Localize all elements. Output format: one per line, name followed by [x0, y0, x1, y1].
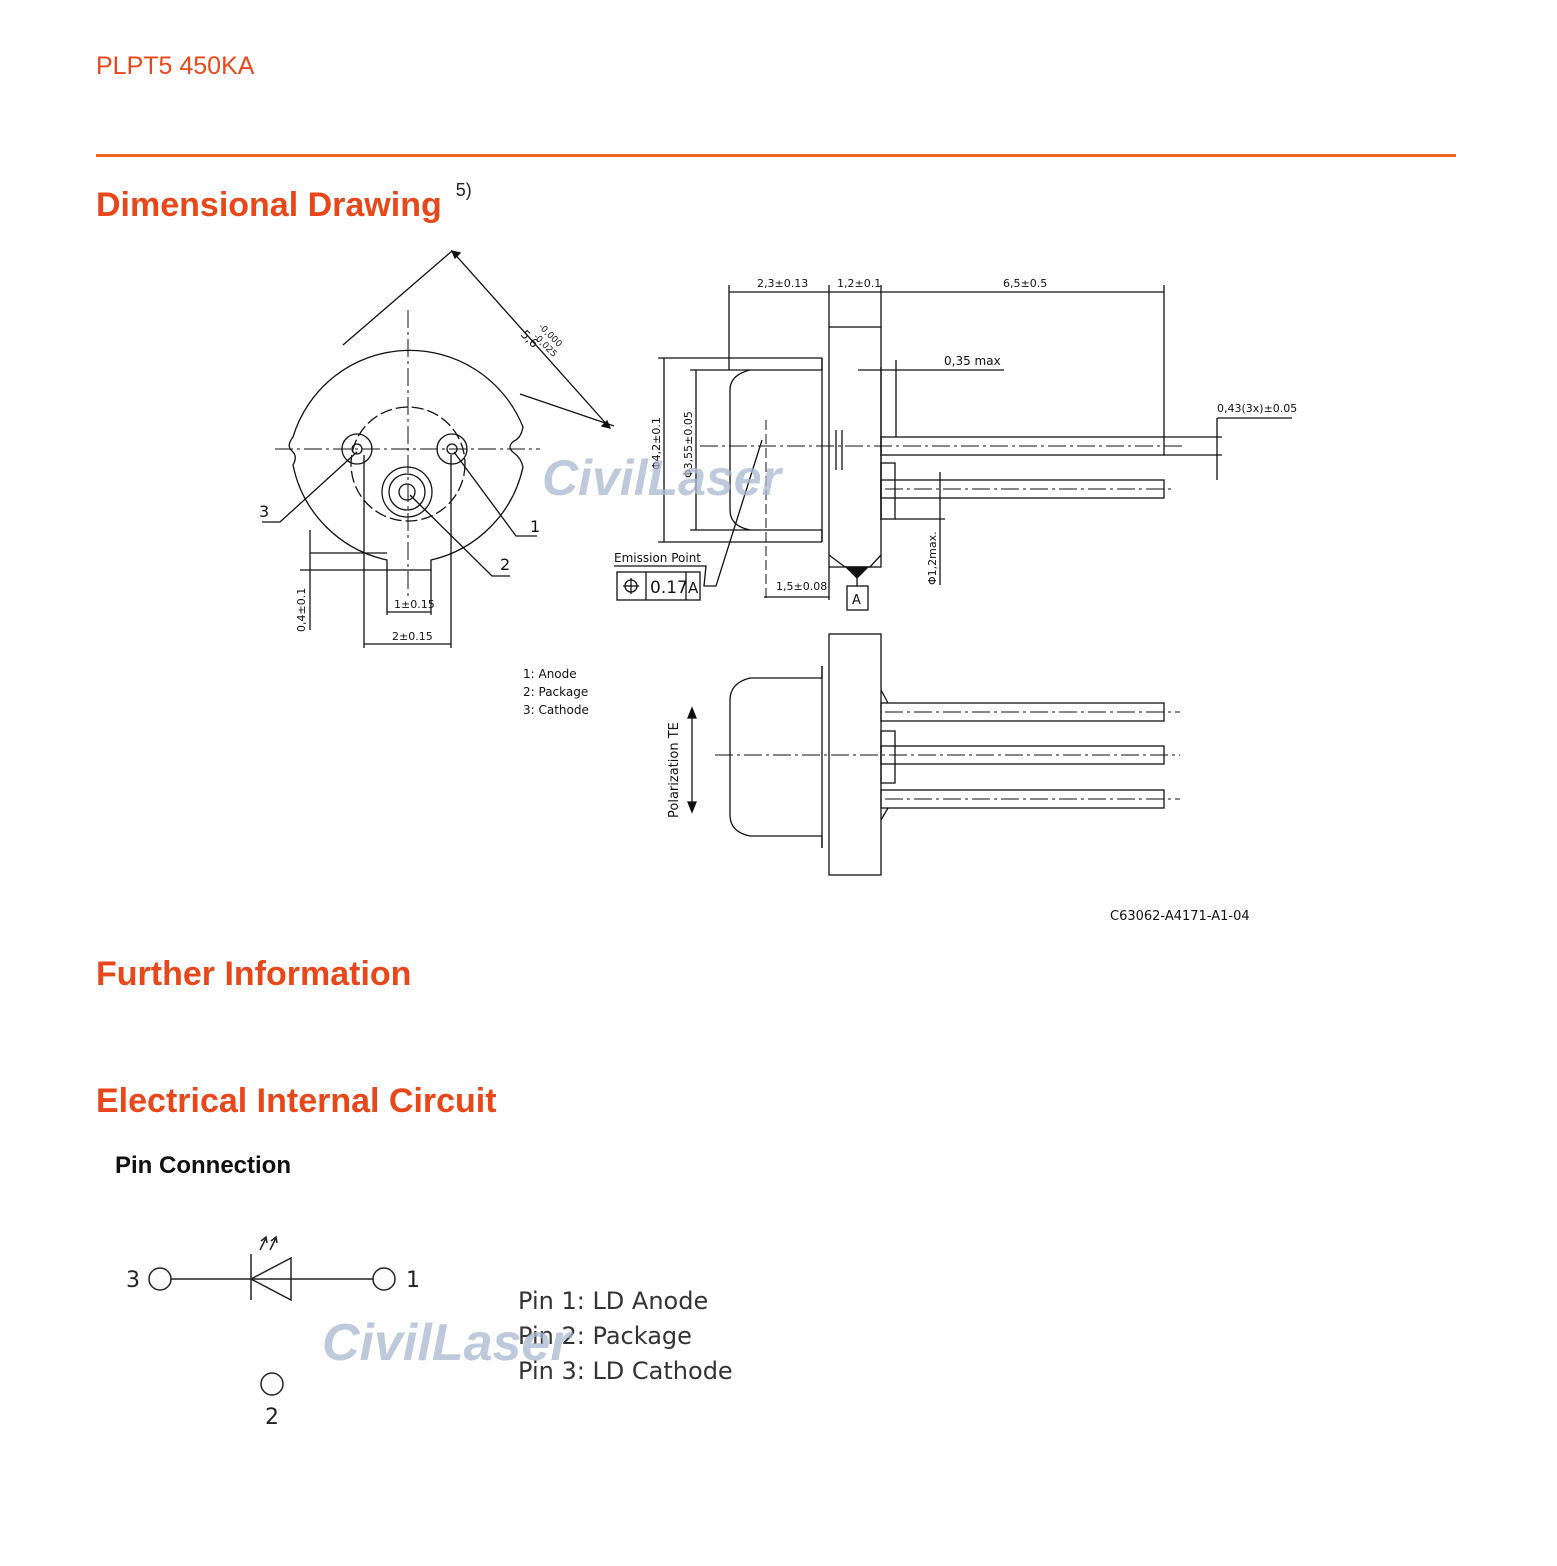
dim-body-length: 2,3±0.13 — [757, 277, 808, 290]
pin-legend-3: 3: Cathode — [523, 703, 589, 717]
dim-offset-max: 0,35 max — [944, 354, 1001, 368]
watermark-drawing: CivilLaser — [542, 450, 784, 506]
dim-window-diameter: Φ3,55±0.05 — [682, 411, 695, 478]
dim-pin-diameter: 0,43(3x)±0.05 — [1217, 402, 1297, 415]
dim-pin-length: 6,5±0.5 — [1003, 277, 1047, 290]
circuit-schematic: 3 1 2 — [126, 1235, 420, 1430]
dim-tab-max: Φ1,2max. — [926, 531, 939, 585]
dim-pin-spacing: 2±0.15 — [392, 630, 433, 643]
tolerance-value: 0.17 — [650, 578, 688, 598]
section-title-dimensional-drawing: Dimensional Drawing 5) — [96, 180, 472, 225]
callout-pin-2: 2 — [500, 555, 510, 574]
section-title-electrical-circuit: Electrical Internal Circuit — [96, 1082, 497, 1120]
cap-outline — [729, 358, 823, 542]
product-name: PLPT5 450KA — [96, 52, 255, 80]
pin-legend-1: 1: Anode — [523, 667, 577, 681]
cap-outline-bottom — [729, 666, 823, 848]
watermark-circuit: CivilLaser — [322, 1314, 573, 1372]
circuit-pin-3-label: 3 — [126, 1268, 140, 1293]
pin-description-1: Pin 1: LD Anode — [518, 1287, 709, 1315]
footnote-marker: 5) — [455, 180, 472, 200]
callout-pin-1: 1 — [530, 517, 540, 536]
pin-description-2: Pin 2: Package — [518, 1322, 692, 1350]
pin-connection-subtitle: Pin Connection — [115, 1152, 291, 1179]
pin-description-list: Pin 1: LD Anode Pin 2: Package Pin 3: LD… — [518, 1284, 733, 1389]
dim-notch-depth: 0,4±0.1 — [295, 588, 308, 632]
circuit-pin-1-label: 1 — [406, 1268, 420, 1293]
header-divider — [96, 154, 1456, 157]
dim-emission-offset: 1,5±0.08 — [776, 580, 827, 593]
emission-point-label: Emission Point — [614, 551, 701, 565]
dim-flange-thickness: 1,2±0.1 — [837, 277, 881, 290]
datum-label: A — [852, 593, 861, 608]
dimensional-drawing: 5,6 -0,000 -0,025 1 2 3 0,4±0.1 1±0.15 2… — [259, 250, 1297, 924]
tolerance-datum: A — [688, 579, 699, 597]
dimensional-drawing-title: Dimensional Drawing — [96, 186, 442, 224]
dim-cap-diameter: Φ4,2±0.1 — [650, 417, 663, 470]
flange — [828, 326, 882, 568]
section-title-further-information: Further Information — [96, 955, 412, 993]
drawing-number: C63062-A4171-A1-04 — [1110, 909, 1250, 924]
pin-description-3: Pin 3: LD Cathode — [518, 1357, 733, 1385]
dim-notch-width: 1±0.15 — [394, 598, 435, 611]
polarization-label: Polarization TE — [667, 722, 682, 818]
watermark-circuit-layer: CivilLaser — [322, 1314, 573, 1372]
circuit-pin-2-label: 2 — [265, 1405, 279, 1430]
pin-legend-2: 2: Package — [523, 685, 588, 699]
callout-pin-3: 3 — [259, 502, 269, 521]
front-view-outline — [288, 349, 524, 571]
